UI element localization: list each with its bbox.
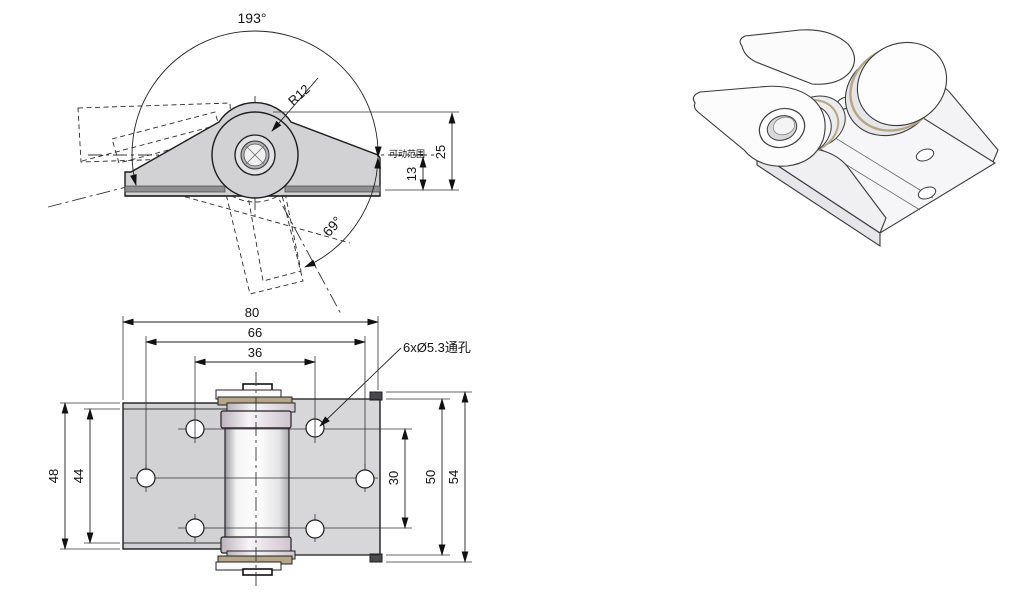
hinge-leaf-and-base [124, 101, 381, 199]
dim-48-label: 48 [46, 469, 61, 483]
plan-view: 80 66 36 48 44 30 50 [46, 305, 472, 588]
hinge-barrel [215, 372, 296, 588]
base-edge-right [284, 185, 381, 193]
iso-pivot-disc [844, 41, 948, 137]
hole [185, 518, 205, 538]
range-note-label: 可动范围 [389, 148, 425, 159]
base-edge-left [124, 185, 226, 193]
dim-54-label: 54 [446, 470, 461, 484]
dim-30-label: 30 [386, 471, 401, 485]
barrel-cap-bottom [242, 568, 273, 576]
right-tab-top [369, 391, 383, 401]
radius-label: R12 [285, 81, 313, 108]
hole [355, 469, 375, 489]
angle-193-label: 193° [238, 10, 267, 26]
hole [136, 468, 156, 488]
plan-dims-left: 48 44 [46, 402, 120, 550]
dim-50-label: 50 [423, 470, 438, 484]
dim-13-label: 13 [404, 167, 419, 181]
hole [305, 519, 325, 539]
swing-arcs [130, 30, 382, 268]
dim-36-label: 36 [248, 345, 262, 360]
iso-wing-hole [758, 107, 806, 149]
dim-80-label: 80 [245, 305, 259, 320]
dim-25-label: 25 [433, 145, 448, 159]
arc-69 [304, 157, 382, 268]
iso-front-wing [692, 85, 826, 167]
plan-dims-right: 30 50 54 [386, 391, 472, 563]
plan-dims-horizontal: 80 66 36 [122, 305, 379, 470]
iso-view [692, 29, 999, 248]
right-tab-bottom [369, 553, 383, 563]
barrel-cylinder [224, 427, 290, 539]
dim-44-label: 44 [71, 469, 86, 483]
front-dimensions: 13 25 [273, 111, 459, 191]
iso-back-wing [739, 29, 856, 85]
front-view: R12 13 25 193° 69° 可动范围 [47, 10, 459, 315]
angle-69-label: 69° [319, 213, 345, 239]
dim-66-label: 66 [248, 325, 262, 340]
holes-callout-label: 6xØ5.3通孔 [403, 340, 471, 355]
holes-callout: 6xØ5.3通孔 [319, 340, 471, 427]
arc-193 [130, 30, 382, 186]
